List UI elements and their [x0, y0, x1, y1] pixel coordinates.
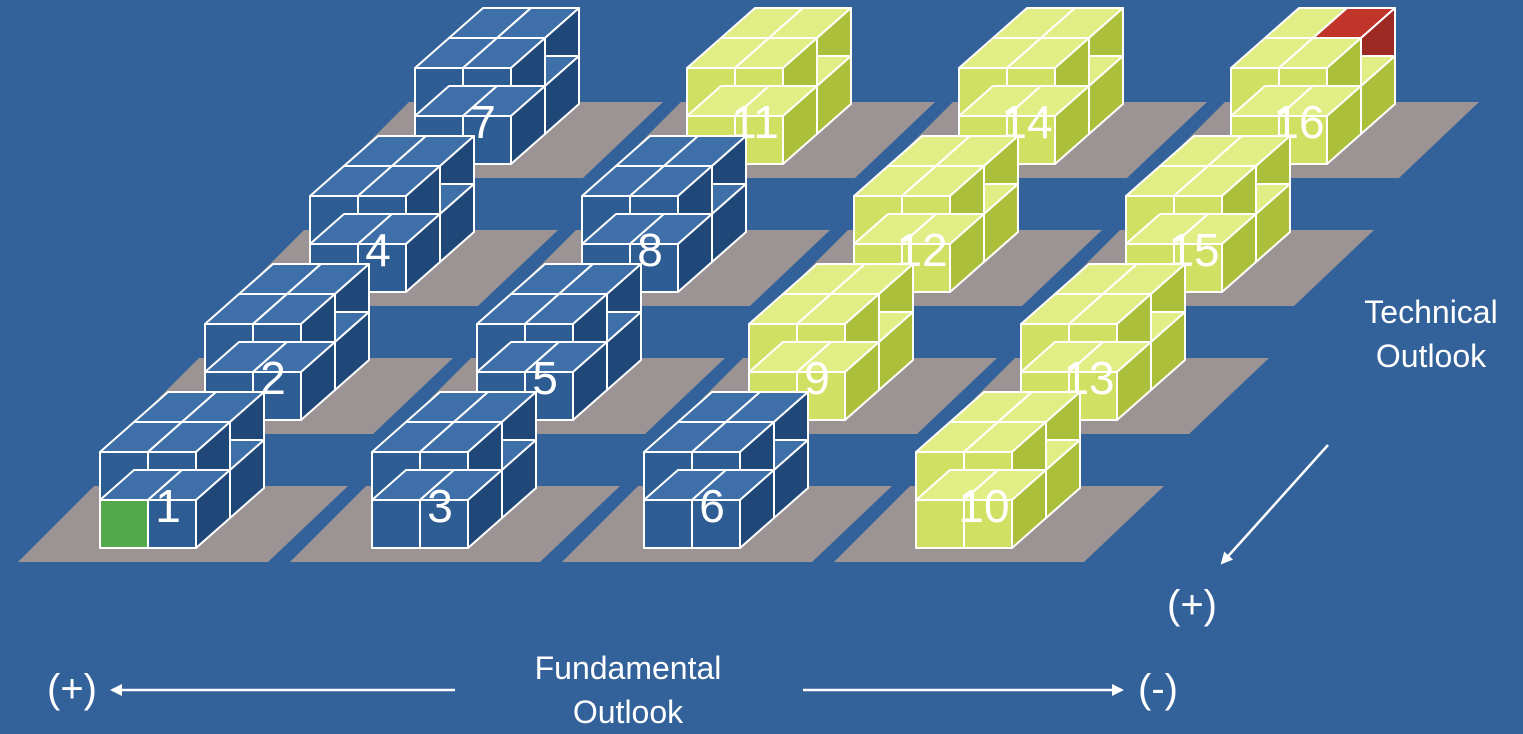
cube-block-6: 6 — [643, 391, 809, 549]
cube-block-16: 16 — [1230, 7, 1396, 165]
cube — [419, 469, 503, 549]
cube — [147, 469, 231, 549]
technical-outlook-title: Technical Outlook — [1346, 290, 1516, 378]
technical-title-line1: Technical — [1364, 294, 1498, 330]
cube-block-15: 15 — [1125, 135, 1291, 293]
cube-block-11: 11 — [686, 7, 852, 165]
fundamental-positive-sign: (+) — [47, 667, 97, 711]
cube-block-9: 9 — [748, 263, 914, 421]
fundamental-negative-sign: (-) — [1138, 667, 1178, 711]
cube-block-10: 10 — [915, 391, 1081, 549]
cube-block-1: 1 — [99, 391, 265, 549]
cube — [1278, 85, 1362, 165]
cell-label-10: 10 — [958, 480, 1009, 532]
cube — [629, 213, 713, 293]
cell-label-6: 6 — [699, 480, 725, 532]
fundamental-outlook-title: Fundamental Outlook — [490, 646, 766, 734]
cube-block-14: 14 — [958, 7, 1124, 165]
cell-label-3: 3 — [427, 480, 453, 532]
technical-positive-sign: (+) — [1167, 583, 1217, 627]
cube-block-12: 12 — [853, 135, 1019, 293]
cube-block-5: 5 — [476, 263, 642, 421]
cube-block-7: 7 — [414, 7, 580, 165]
cube — [963, 469, 1047, 549]
technical-arrow — [1220, 444, 1329, 565]
fundamental-title-line1: Fundamental — [534, 650, 722, 686]
cell-label-1: 1 — [155, 480, 181, 532]
fundamental-title-line2: Outlook — [572, 694, 684, 730]
cube — [691, 469, 775, 549]
cube — [1006, 85, 1090, 165]
technical-title-line2: Outlook — [1375, 338, 1487, 374]
cube-block-3: 3 — [371, 391, 537, 549]
